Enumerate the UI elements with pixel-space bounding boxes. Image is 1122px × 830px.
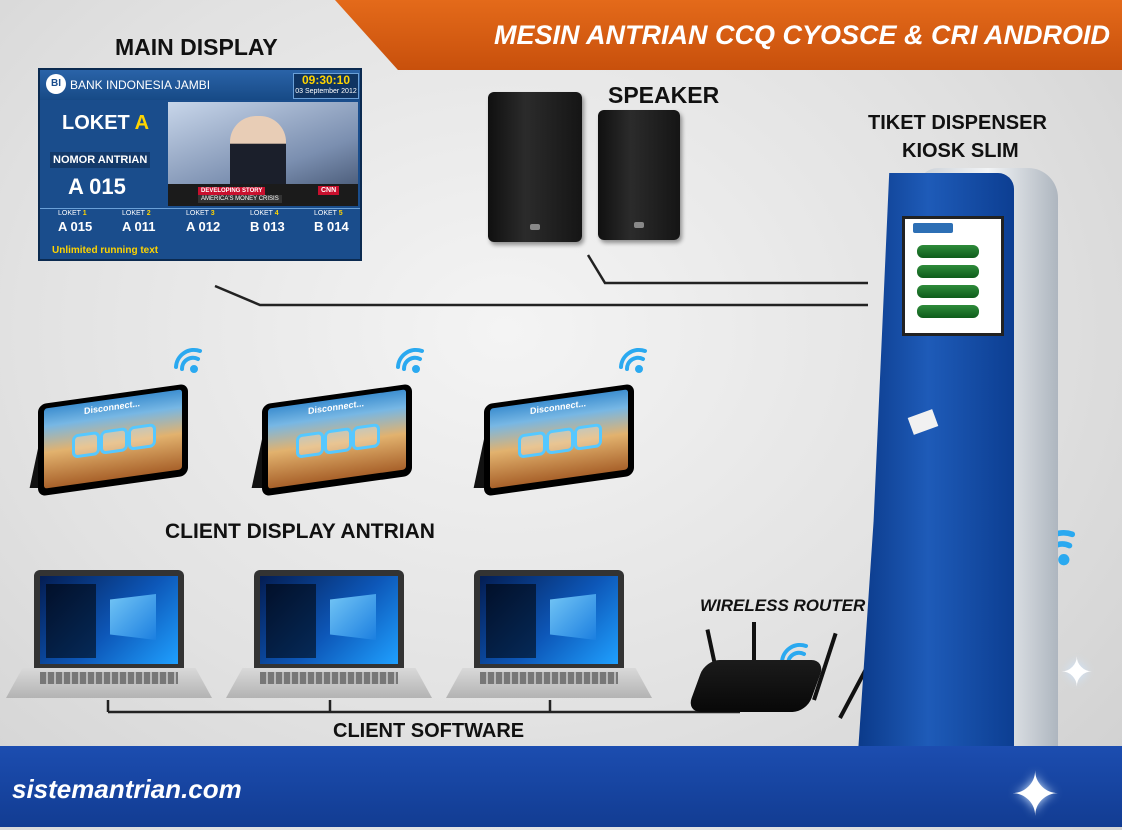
nomor-antrian-label: NOMOR ANTRIAN (50, 152, 151, 168)
kiosk-front-panel (858, 173, 1014, 753)
main-display-header: BI BANK INDONESIA JAMBI 09:30:10 03 Sept… (40, 70, 360, 100)
laptop-keyboard (6, 668, 212, 698)
ticket-slot (907, 409, 939, 435)
tablet-screen: Disconnect... (44, 389, 182, 489)
client-display-label: CLIENT DISPLAY ANTRIAN (165, 520, 435, 543)
loket-label: LOKET (62, 112, 130, 134)
banner-title: MESIN ANTRIAN CCQ CYOSCE & CRI ANDROID (493, 20, 1110, 50)
news-video: DEVELOPING STORY AMERICA'S MONEY CRISIS … (168, 102, 358, 206)
kiosk-logo (913, 223, 953, 233)
laptop-lid (474, 570, 624, 668)
wireless-router (686, 660, 826, 712)
ticket-kiosk (858, 168, 1058, 788)
kiosk-service-button (917, 245, 979, 258)
tablet-number-boxes (518, 422, 602, 459)
wifi-icon (619, 347, 647, 373)
news-tag: DEVELOPING STORY (198, 187, 266, 195)
laptop-keyboard (446, 668, 652, 698)
loket-heading: LOKET A (62, 112, 149, 135)
website-url: sistemantrian.com (12, 774, 242, 804)
client-laptop-3 (446, 570, 652, 700)
current-number: A 015 (68, 174, 126, 200)
speaker-right (598, 110, 680, 240)
speaker-logo-icon (530, 224, 540, 230)
wifi-icon (174, 347, 202, 373)
news-anchor (230, 116, 286, 194)
laptop-screen (40, 576, 178, 664)
bank-name: BANK INDONESIA JAMBI (70, 78, 211, 92)
kiosk-label-line2: KIOSK SLIM (902, 140, 1019, 162)
client-software-label: CLIENT SOFTWARE (333, 720, 525, 742)
kiosk-label-line1: TIKET DISPENSER (868, 112, 1047, 134)
windows-logo-icon (550, 594, 596, 640)
tablet-screen: Disconnect... (490, 389, 628, 489)
news-ticker: DEVELOPING STORY AMERICA'S MONEY CRISIS … (168, 184, 358, 206)
clock-box: 09:30:10 03 September 2012 (293, 73, 359, 99)
speaker-label: SPEAKER (608, 82, 720, 108)
kiosk-service-button (917, 285, 979, 298)
title-banner (335, 0, 1122, 70)
tablet-number-boxes (72, 422, 156, 459)
client-laptop-2 (226, 570, 432, 700)
current-call-panel: LOKET A NOMOR ANTRIAN A 015 (44, 104, 164, 204)
speaker-logo-icon (634, 222, 644, 228)
wifi-icon (396, 347, 424, 373)
laptop-keyboard (226, 668, 432, 698)
router-label: WIRELESS ROUTER (700, 596, 866, 615)
sparkle-icon: ✦ (1010, 761, 1061, 828)
running-text: Unlimited running text (52, 245, 159, 256)
tablet-status: Disconnect... (84, 398, 141, 417)
laptop-screen (260, 576, 398, 664)
sparkle-icon: ✦ (1060, 651, 1094, 695)
laptop-lid (254, 570, 404, 668)
footer-bar (0, 746, 1122, 827)
router-antenna (752, 622, 756, 692)
laptop-lid (34, 570, 184, 668)
tablet-status: Disconnect... (308, 398, 365, 417)
windows-logo-icon (110, 594, 156, 640)
kiosk-service-button (917, 305, 979, 318)
windows-logo-icon (330, 594, 376, 640)
kiosk-service-button (917, 265, 979, 278)
main-display-label: MAIN DISPLAY (115, 34, 278, 60)
tablet-number-boxes (296, 422, 380, 459)
kiosk-touchscreen (902, 216, 1004, 336)
news-headline: AMERICA'S MONEY CRISIS (198, 195, 282, 203)
tablet-screen: Disconnect... (268, 389, 406, 489)
channel-logo: CNN (318, 186, 340, 195)
main-display-screen: BI BANK INDONESIA JAMBI 09:30:10 03 Sept… (38, 68, 362, 261)
tablet-status: Disconnect... (530, 398, 587, 417)
client-laptop-1 (6, 570, 212, 700)
current-number-value: A 015 (68, 174, 126, 199)
laptop-screen (480, 576, 618, 664)
clock-date: 03 September 2012 (295, 88, 357, 95)
clock-time: 09:30:10 (301, 73, 351, 87)
speaker-left (488, 92, 582, 242)
bank-logo-icon: BI (46, 74, 66, 94)
loket-letter: A (134, 112, 150, 134)
